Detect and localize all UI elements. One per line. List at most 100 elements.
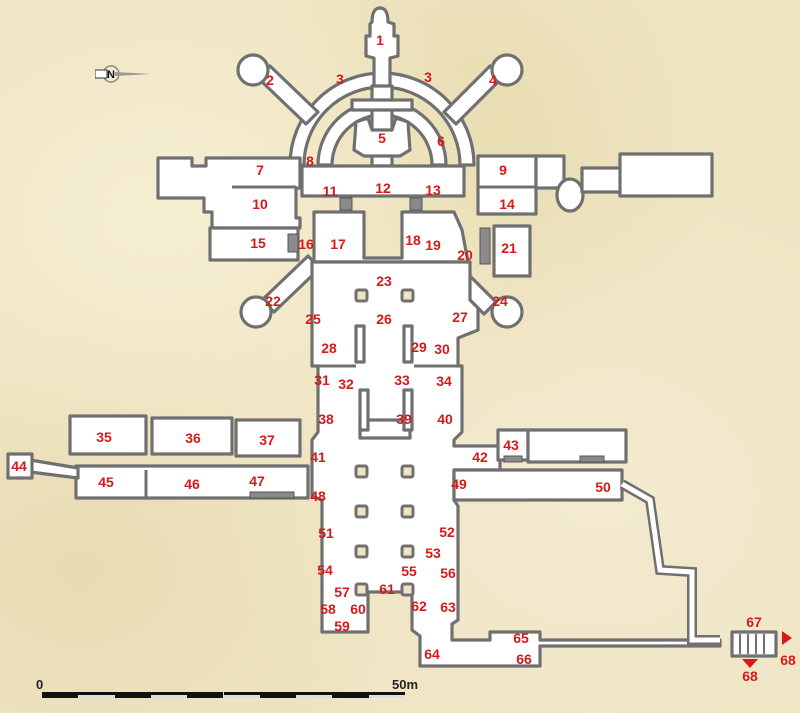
pillar (400, 464, 415, 479)
room-label-43: 43 (503, 437, 519, 453)
room-label-10: 10 (252, 196, 268, 212)
east-hall-43 (526, 428, 628, 464)
east-long-hall (618, 152, 714, 198)
room-21 (492, 224, 532, 278)
room-4-chamber (490, 53, 524, 87)
room-label-16: 16 (298, 236, 314, 252)
room-label-18: 18 (405, 232, 421, 248)
exit-arrow-right-icon (782, 631, 792, 645)
room-67-grating (739, 634, 765, 654)
exit-arrow-down-icon (742, 659, 758, 668)
room-label-46: 46 (184, 476, 200, 492)
scale-bar (42, 692, 405, 698)
room-5 (352, 116, 412, 158)
room-label-44: 44 (11, 458, 27, 474)
room-label-63: 63 (440, 599, 456, 615)
stairs-11 (339, 197, 353, 211)
room-label-17: 17 (330, 236, 346, 252)
pillar (400, 582, 415, 597)
room-label-3: 3 (336, 71, 344, 87)
room-label-14: 14 (499, 196, 515, 212)
room-label-48: 48 (310, 488, 326, 504)
stairs-43b (579, 455, 605, 463)
stairs-13 (409, 197, 423, 211)
pillar (354, 464, 369, 479)
scale-start-label: 0 (36, 677, 44, 692)
room-label-33: 33 (394, 372, 410, 388)
scale-end-label: 50m (392, 677, 419, 692)
stairs-47 (249, 491, 295, 499)
room-label-4: 4 (489, 72, 497, 88)
room-label-61: 61 (379, 581, 395, 597)
room-label-64: 64 (424, 646, 440, 662)
room-1 (364, 6, 400, 90)
room-67 (730, 630, 778, 658)
room-label-9: 9 (499, 162, 507, 178)
room-label-6: 6 (437, 133, 445, 149)
pier-east (402, 324, 414, 364)
room-label-15: 15 (250, 235, 266, 251)
room-label-23: 23 (376, 273, 392, 289)
room-2-chamber (236, 53, 270, 87)
room-east-small (534, 154, 566, 190)
long-corridor-inner (620, 481, 720, 643)
room-label-31: 31 (314, 372, 330, 388)
room-label-58: 58 (320, 601, 336, 617)
room-label-57: 57 (334, 584, 350, 600)
room-label-66: 66 (516, 651, 532, 667)
stairs-43 (503, 455, 523, 463)
room-label-19: 19 (425, 237, 441, 253)
room-label-32: 32 (338, 376, 354, 392)
pillar (354, 504, 369, 519)
room-label-34: 34 (436, 373, 452, 389)
oval-chamber (555, 177, 585, 213)
pier-west-2 (358, 388, 370, 432)
room-label-42: 42 (472, 449, 488, 465)
room-label-11: 11 (322, 183, 338, 199)
room-label-67: 67 (746, 614, 762, 630)
room-24-chamber (490, 295, 524, 329)
cross-passage (350, 98, 414, 112)
room-label-62: 62 (411, 598, 427, 614)
room-label-13: 13 (425, 182, 441, 198)
room-37 (234, 418, 302, 458)
room-label-25: 25 (305, 311, 321, 327)
room-label-29: 29 (411, 339, 427, 355)
room-label-49: 49 (451, 476, 467, 492)
room-label-22: 22 (265, 293, 281, 309)
pillar (400, 544, 415, 559)
room-label-52: 52 (439, 524, 455, 540)
room-label-1: 1 (376, 32, 384, 48)
room-label-36: 36 (185, 430, 201, 446)
main-nave (310, 260, 722, 668)
room-label-35: 35 (96, 429, 112, 445)
room-label-8: 8 (306, 153, 314, 169)
room-label-65: 65 (513, 630, 529, 646)
stairs-16 (287, 233, 299, 253)
room-label-7: 7 (256, 162, 264, 178)
pillar (400, 288, 415, 303)
room-label-60: 60 (350, 601, 366, 617)
room-label-45: 45 (98, 474, 114, 490)
pillar (400, 504, 415, 519)
room-west-block (156, 156, 302, 230)
long-corridor-outer (619, 479, 720, 645)
room-label-50: 50 (595, 479, 611, 495)
room-label-27: 27 (452, 309, 468, 325)
room-label-47: 47 (249, 473, 265, 489)
room-label-30: 30 (434, 341, 450, 357)
room-label-3: 3 (424, 69, 432, 85)
room-label-28: 28 (321, 340, 337, 356)
room-15 (208, 226, 300, 262)
room-label-26: 26 (376, 311, 392, 327)
room-label-68: 68 (742, 668, 758, 684)
room-36 (150, 416, 234, 456)
stairs-20 (479, 227, 491, 265)
room-label-53: 53 (425, 545, 441, 561)
room-label-20: 20 (457, 247, 473, 263)
compass-north-icon: N (95, 65, 151, 83)
svg-text:N: N (107, 69, 115, 81)
room-label-41: 41 (310, 449, 326, 465)
room-label-59: 59 (334, 618, 350, 634)
